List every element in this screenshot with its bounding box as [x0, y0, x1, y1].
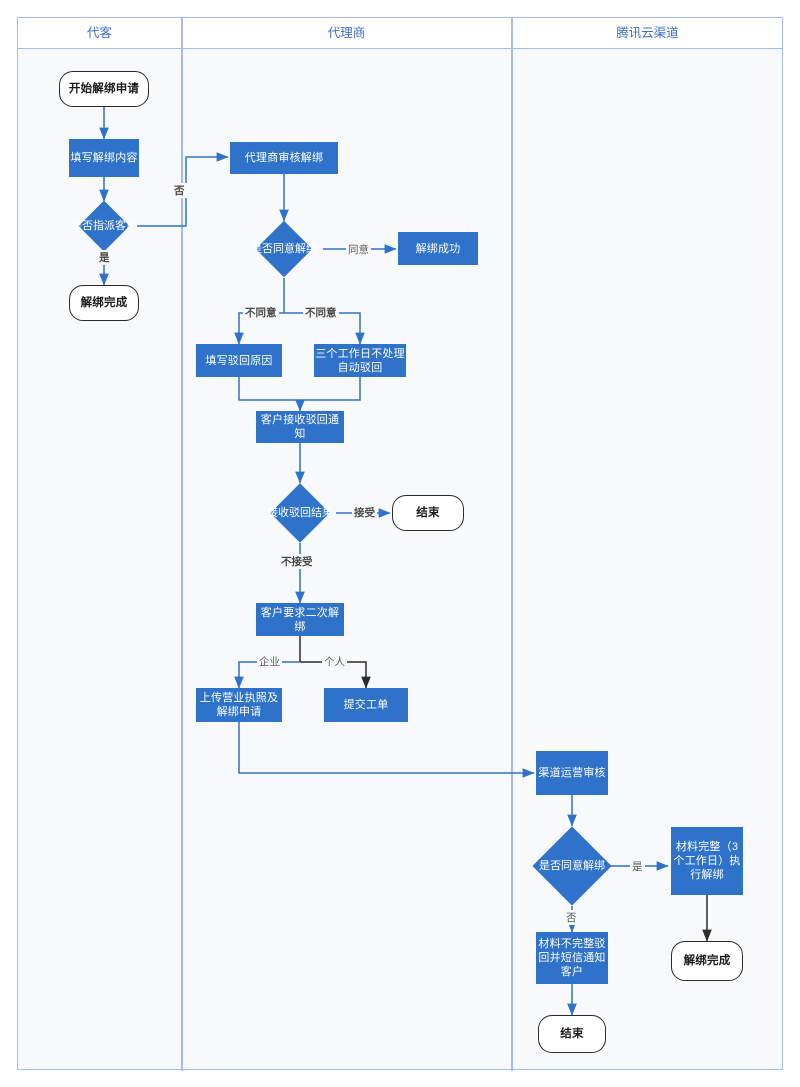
node-materials-complete-execute[interactable]: 材料完整（3个工作日）执行解绑 — [671, 827, 743, 895]
lane-header-tencent: 腾讯云渠道 — [616, 26, 679, 40]
node-end-agent[interactable]: 结束 — [392, 495, 464, 531]
node-agent-review-unbind[interactable]: 代理商审核解绑 — [230, 142, 338, 174]
edge-label-enterprise: 企业 — [257, 654, 282, 669]
node-agree-unbind-decision[interactable]: 是否同意解绑 — [251, 220, 317, 278]
swimlane-header-row — [18, 18, 782, 49]
node-customer-receive-reject-notice[interactable]: 客户接收驳回通知 — [256, 411, 344, 443]
node-auto-reject-3days[interactable]: 三个工作日不处理自动驳回 — [314, 344, 406, 377]
edge-label-no-tencent: 否 — [564, 910, 579, 925]
edge-label-yes-assign: 是 — [97, 250, 112, 265]
node-customer-request-second-unbind[interactable]: 客户要求二次解绑 — [256, 603, 344, 636]
diamond-label: 接收驳回结果 — [267, 507, 333, 519]
node-receive-reject-result[interactable]: 接收驳回结果 — [267, 483, 333, 543]
lane-header-agent: 代理商 — [327, 26, 366, 40]
node-unbind-success[interactable]: 解绑成功 — [398, 232, 478, 265]
node-assign-customer-decision[interactable]: 是否指派客户 — [71, 200, 137, 252]
lane-divider-2 — [511, 18, 513, 1071]
node-unbind-complete-right[interactable]: 解绑完成 — [671, 941, 743, 981]
edge-label-disagree-left: 不同意 — [243, 305, 279, 320]
lane-divider-1 — [181, 18, 183, 1071]
node-fill-unbind-content[interactable]: 填写解绑内容 — [69, 139, 139, 177]
node-end-tencent[interactable]: 结束 — [538, 1015, 606, 1053]
edge-label-accept: 接受 — [352, 505, 377, 520]
edge-label-no-assign: 否 — [172, 183, 187, 198]
edge-label-agree: 同意 — [346, 242, 371, 257]
edge-label-individual: 个人 — [322, 654, 347, 669]
node-fill-reject-reason[interactable]: 填写驳回原因 — [196, 344, 282, 377]
node-materials-incomplete-reject-sms[interactable]: 材料不完整驳回并短信通知客户 — [536, 932, 608, 984]
node-submit-ticket[interactable]: 提交工单 — [324, 688, 408, 722]
node-agree-unbind-decision-tencent[interactable]: 是否同意解绑 — [532, 826, 612, 906]
node-upload-license-and-application[interactable]: 上传营业执照及解绑申请 — [196, 688, 282, 722]
node-unbind-complete-left[interactable]: 解绑完成 — [69, 285, 139, 321]
edge-label-yes-tencent: 是 — [630, 859, 645, 874]
edge-label-disagree-right: 不同意 — [303, 305, 339, 320]
node-start-unbind-request[interactable]: 开始解绑申请 — [59, 71, 149, 107]
node-channel-operation-review[interactable]: 渠道运营审核 — [536, 751, 608, 795]
diamond-label: 是否同意解绑 — [251, 243, 317, 255]
edge-label-not-accept: 不接受 — [279, 554, 315, 569]
diamond-label: 是否同意解绑 — [539, 860, 605, 872]
diamond-label: 是否指派客户 — [71, 220, 137, 232]
lane-header-customer: 代客 — [86, 26, 112, 40]
